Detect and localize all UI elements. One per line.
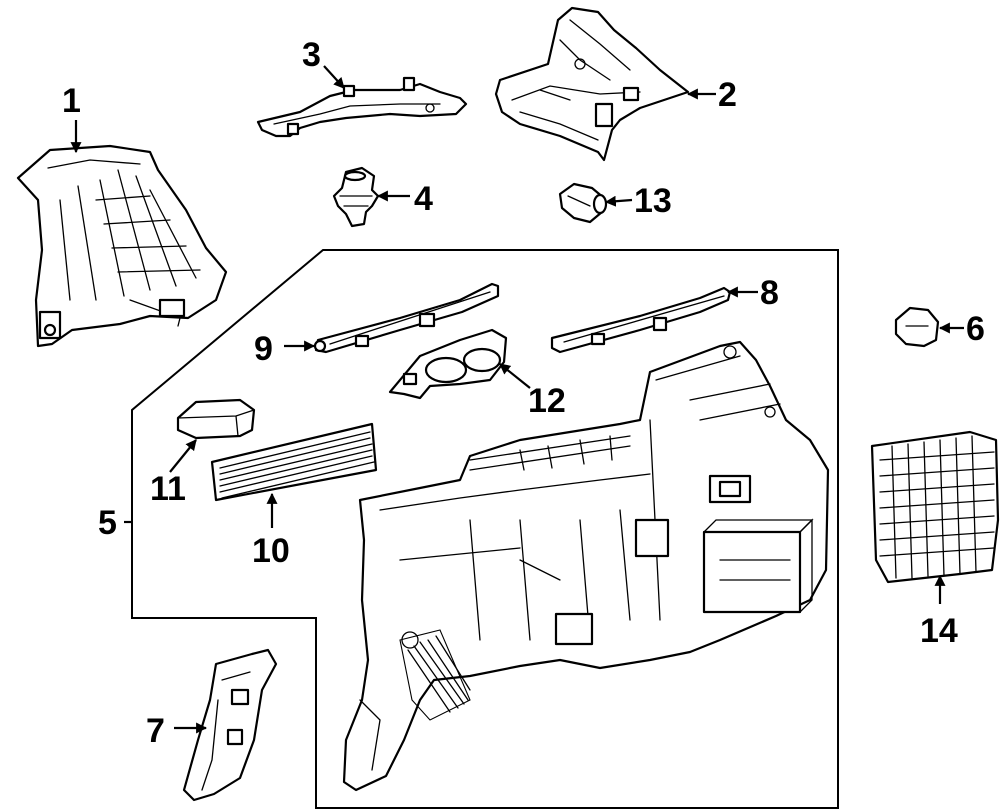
callout-6: 6 xyxy=(966,310,985,348)
callout-10: 10 xyxy=(252,532,290,570)
part-14-mesh-panel xyxy=(870,430,1000,584)
part-8-garnish xyxy=(550,286,732,354)
callout-11-leader xyxy=(169,439,197,473)
callout-3: 3 xyxy=(302,36,321,74)
callout-12: 12 xyxy=(528,382,566,420)
part-3-upper-rail xyxy=(256,76,468,138)
callout-9: 9 xyxy=(254,330,273,368)
part-10-grille xyxy=(210,422,378,502)
part-6-clip xyxy=(894,306,940,348)
callout-7: 7 xyxy=(146,712,165,750)
part-11-bin xyxy=(176,398,256,440)
part-1-quarter-trim xyxy=(16,144,228,348)
callout-4: 4 xyxy=(414,180,433,218)
callout-5: 5 xyxy=(98,504,117,542)
part-13-fastener xyxy=(558,182,608,224)
callout-8: 8 xyxy=(760,274,779,312)
assembly-5-boundary xyxy=(131,249,839,809)
callout-3-leader xyxy=(323,65,345,89)
callout-1: 1 xyxy=(62,82,81,120)
part-12-cup-holder xyxy=(388,328,508,400)
callout-14: 14 xyxy=(920,612,958,650)
callout-13-leader xyxy=(604,195,633,207)
callout-2: 2 xyxy=(718,76,737,114)
callout-12-leader xyxy=(499,363,531,389)
part-7-pillar-garnish xyxy=(182,648,278,802)
part-5-main-trim xyxy=(342,340,830,792)
callout-13: 13 xyxy=(634,182,672,220)
part-9-garnish xyxy=(313,282,500,354)
callout-11: 11 xyxy=(150,470,186,508)
part-4-clip xyxy=(332,166,380,228)
part-2-upper-panel xyxy=(494,6,690,162)
